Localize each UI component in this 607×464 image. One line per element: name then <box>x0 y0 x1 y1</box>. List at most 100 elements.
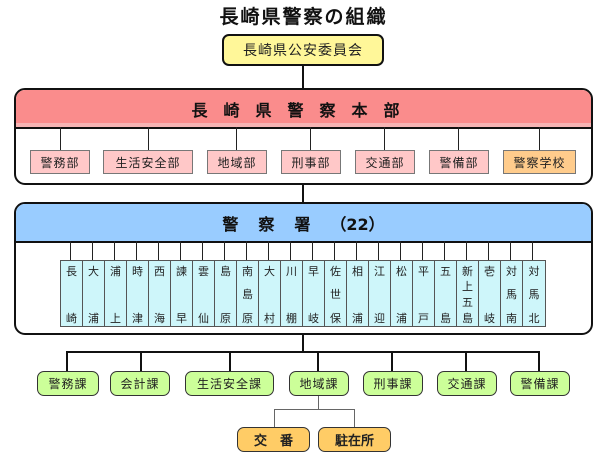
station-char: 佐 <box>330 265 341 278</box>
department-seikatsu-anzen[interactable]: 生活安全部 <box>103 150 193 174</box>
station-item[interactable]: 西海 <box>149 261 171 326</box>
station-tick <box>466 241 467 260</box>
station-item[interactable]: 長崎 <box>61 261 83 326</box>
section-kaikei[interactable]: 会計課 <box>110 371 170 396</box>
station-char: 南 <box>506 312 517 325</box>
station-item[interactable]: 壱岐 <box>479 261 501 326</box>
station-item[interactable]: 南島原 <box>237 261 259 326</box>
station-item[interactable]: 大浦 <box>83 261 105 326</box>
sections-bus-line <box>66 351 538 353</box>
dept-tick <box>458 127 459 150</box>
station-char: 大 <box>88 265 99 278</box>
police-stations-label: 警察署 <box>222 214 331 234</box>
station-char: 浦 <box>396 312 407 325</box>
station-item[interactable]: 江迎 <box>369 261 391 326</box>
station-char: 津 <box>132 312 143 325</box>
station-item[interactable]: 松浦 <box>391 261 413 326</box>
station-item[interactable]: 対馬南 <box>501 261 523 326</box>
station-char: 浦 <box>352 312 363 325</box>
section-keibi[interactable]: 警備課 <box>510 371 570 396</box>
station-char: 戸 <box>418 312 429 325</box>
station-tick <box>378 241 379 260</box>
station-tick <box>312 241 313 260</box>
station-item[interactable]: 相浦 <box>347 261 369 326</box>
dept-tick <box>60 127 61 150</box>
section-kotsu[interactable]: 交通課 <box>437 371 497 396</box>
station-char: 村 <box>264 312 275 325</box>
department-kotsu[interactable]: 交通部 <box>355 150 415 174</box>
connector-line <box>66 351 68 371</box>
station-char: 北 <box>528 312 540 325</box>
station-char: 上 <box>462 280 473 293</box>
station-item[interactable]: 新上五島 <box>457 261 479 326</box>
station-tick <box>356 241 357 260</box>
station-item[interactable]: 川棚 <box>281 261 303 326</box>
station-tick <box>510 241 511 260</box>
koban-box[interactable]: 交 番 <box>237 427 310 452</box>
connector-line <box>229 351 231 371</box>
police-stations-header[interactable]: 警察署 （22） <box>16 204 591 243</box>
station-char: 岐 <box>308 312 319 325</box>
public-safety-commission-box[interactable]: 長崎県公安委員会 <box>222 34 384 66</box>
police-stations-count: （22） <box>330 214 385 234</box>
department-keiji[interactable]: 刑事部 <box>281 150 341 174</box>
section-keimu[interactable]: 警務課 <box>37 371 99 396</box>
station-item[interactable]: 時津 <box>127 261 149 326</box>
police-academy[interactable]: 警察学校 <box>503 150 576 174</box>
connector-line <box>465 351 467 371</box>
station-item[interactable]: 佐世保 <box>325 261 347 326</box>
station-tick <box>488 241 489 260</box>
section-chiiki[interactable]: 地域課 <box>289 371 349 396</box>
connector-line <box>538 351 540 371</box>
station-item[interactable]: 島原 <box>215 261 237 326</box>
section-keiji[interactable]: 刑事課 <box>363 371 423 396</box>
station-tick <box>180 241 181 260</box>
station-tick <box>92 241 93 260</box>
connector-line <box>302 185 304 202</box>
station-tick <box>532 241 533 260</box>
station-tick <box>114 241 115 260</box>
connector-line <box>318 396 319 410</box>
station-char: 対 <box>528 265 540 278</box>
chuzaisho-box[interactable]: 駐在所 <box>318 427 391 452</box>
station-char: 仙 <box>198 312 209 325</box>
station-char: 島 <box>220 265 231 278</box>
station-char: 島 <box>462 312 473 325</box>
station-tick <box>202 241 203 260</box>
station-char: 馬 <box>528 288 540 301</box>
station-item[interactable]: 雲仙 <box>193 261 215 326</box>
station-char: 浦 <box>88 312 99 325</box>
station-char: 原 <box>242 312 253 325</box>
station-item[interactable]: 平戸 <box>413 261 435 326</box>
station-item[interactable]: 早岐 <box>303 261 325 326</box>
station-list: 長崎大浦浦上時津西海諫早雲仙島原南島原大村川棚早岐佐世保相浦江迎松浦平戸五島新上… <box>60 260 546 327</box>
station-char: 川 <box>286 265 297 278</box>
station-char: 島 <box>440 312 451 325</box>
connector-line <box>354 409 355 427</box>
station-char: 上 <box>110 312 121 325</box>
page-title: 長崎県警察の組織 <box>219 6 388 28</box>
station-char: 島 <box>242 288 253 301</box>
station-char: 松 <box>396 265 407 278</box>
station-char: 南 <box>242 265 253 278</box>
connector-line <box>302 335 304 352</box>
headquarters-header[interactable]: 長崎県警察本部 <box>16 90 591 129</box>
section-seikatsu-anzen[interactable]: 生活安全課 <box>185 371 274 396</box>
department-keibi[interactable]: 警備部 <box>429 150 489 174</box>
station-item[interactable]: 大村 <box>259 261 281 326</box>
station-item[interactable]: 浦上 <box>105 261 127 326</box>
station-char: 迎 <box>374 312 385 325</box>
station-char: 江 <box>374 265 385 278</box>
station-tick <box>334 241 335 260</box>
department-keimu[interactable]: 警務部 <box>30 150 90 174</box>
station-char: 対 <box>506 265 517 278</box>
connector-line <box>274 409 275 427</box>
station-tick <box>400 241 401 260</box>
dept-tick <box>384 127 385 150</box>
department-chiiki[interactable]: 地域部 <box>207 150 267 174</box>
station-item[interactable]: 五島 <box>435 261 457 326</box>
connector-line <box>317 351 319 371</box>
station-char: 早 <box>176 312 187 325</box>
station-item[interactable]: 諫早 <box>171 261 193 326</box>
station-item[interactable]: 対馬北 <box>523 261 545 326</box>
